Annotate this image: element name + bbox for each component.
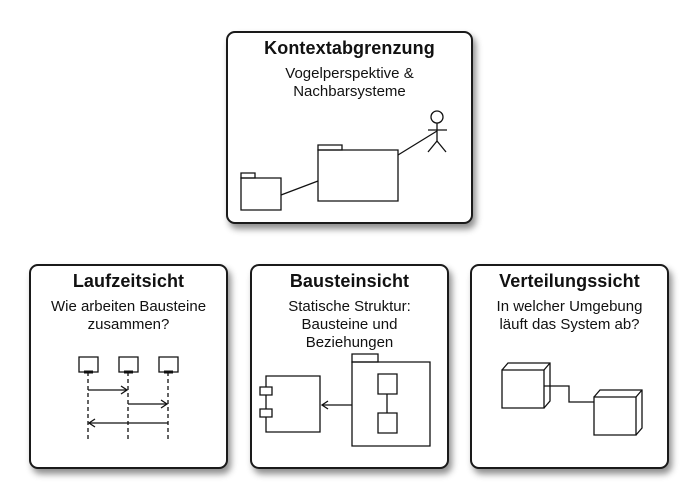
deployment-diagram: [472, 266, 671, 471]
component-icon: [260, 376, 320, 432]
card-subtitle: Vogelperspektive & Nachbarsysteme: [228, 65, 471, 101]
subtitle-line: läuft das System ab?: [499, 316, 640, 333]
card-bausteinsicht: Bausteinsicht Statische Struktur: Bauste…: [250, 264, 449, 469]
subtitle-line: Statische Struktur:: [288, 298, 411, 315]
subtitle-line: zusammen?: [87, 316, 170, 333]
card-subtitle: In welcher Umgebung läuft das System ab?: [472, 298, 667, 334]
card-laufzeitsicht: Laufzeitsicht Wie arbeiten Bausteine zus…: [29, 264, 228, 469]
subtitle-line: Beziehungen: [305, 334, 394, 351]
card-kontextabgrenzung: Kontextabgrenzung Vogelperspektive & Nac…: [226, 31, 473, 224]
subtitle-line: In welcher Umgebung: [496, 298, 643, 315]
package-icon: [318, 145, 398, 201]
subtitle-line: Nachbarsysteme: [293, 83, 406, 100]
context-diagram: [228, 33, 475, 226]
sequence-diagram-icon: [31, 266, 230, 471]
package-icon: [352, 354, 430, 446]
card-title: Kontextabgrenzung: [264, 38, 435, 58]
card-verteilungssicht: Verteilungssicht In welcher Umgebung läu…: [470, 264, 669, 469]
card-subtitle: Statische Struktur: Bausteine und Bezieh…: [252, 298, 447, 352]
node-icon: [594, 390, 642, 435]
component-diagram: [252, 266, 451, 471]
card-title: Verteilungssicht: [499, 271, 640, 291]
card-subtitle: Wie arbeiten Bausteine zusammen?: [31, 298, 226, 334]
subtitle-line: Vogelperspektive &: [285, 65, 414, 82]
actor-icon: [428, 111, 447, 152]
node-icon: [502, 363, 550, 408]
card-title: Bausteinsicht: [289, 271, 410, 291]
card-title: Laufzeitsicht: [72, 271, 185, 291]
subtitle-line: Bausteine und: [301, 316, 398, 333]
subtitle-line: Wie arbeiten Bausteine: [50, 298, 207, 315]
package-icon: [241, 173, 281, 210]
